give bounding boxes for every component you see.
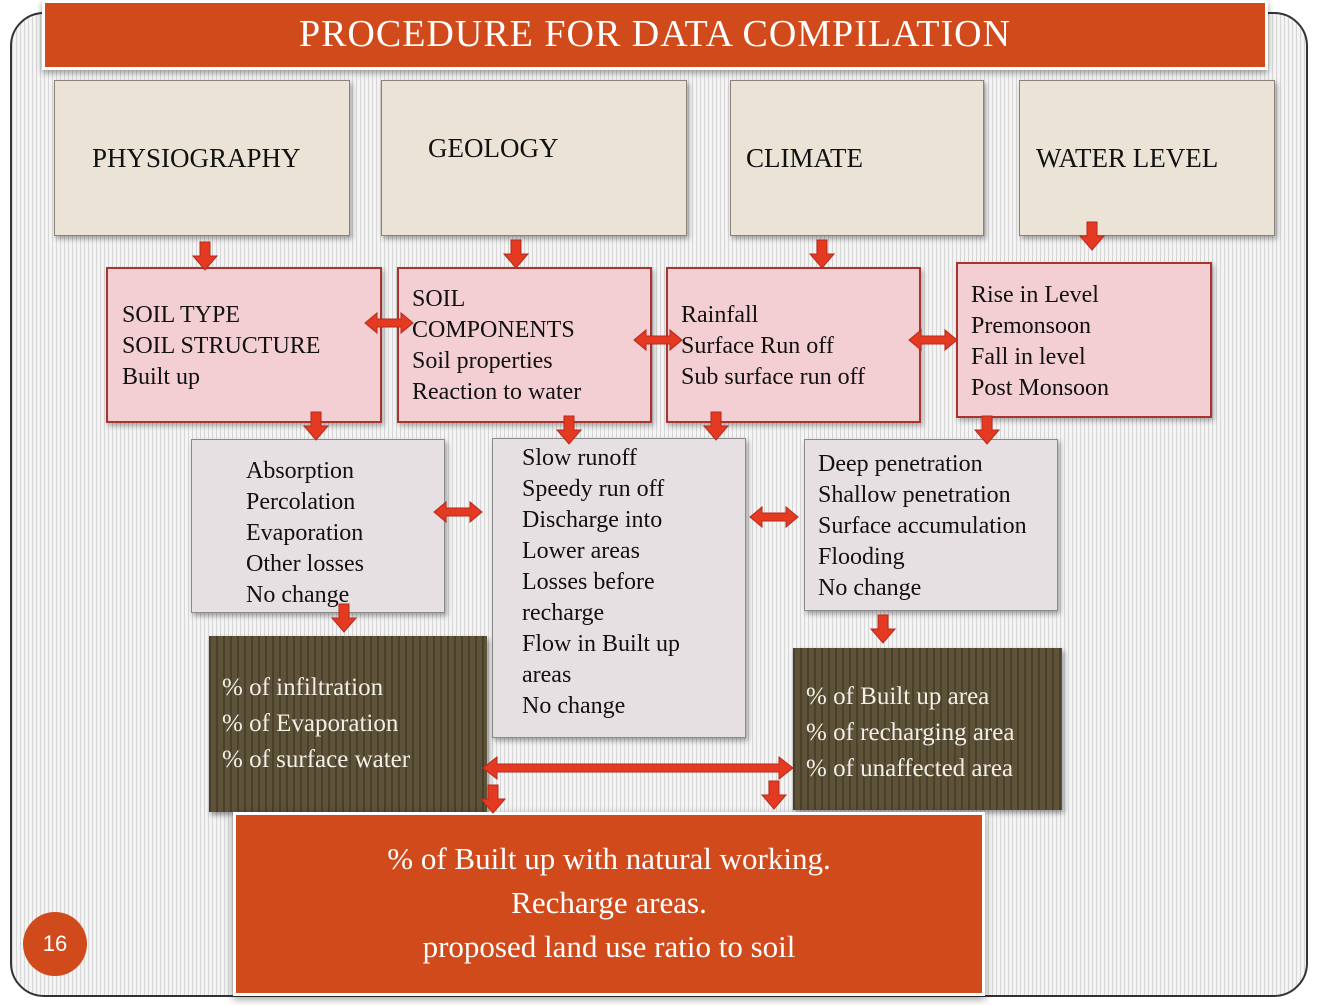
line: Reaction to water	[412, 379, 582, 405]
box-physiography-label: PHYSIOGRAPHY	[92, 142, 301, 173]
box-rainfall: Rainfall Surface Run off Sub surface run…	[666, 267, 921, 423]
box-absorption: Absorption Percolation Evaporation Other…	[191, 439, 445, 613]
box-infiltration: % of infiltration % of Evaporation % of …	[209, 636, 487, 812]
line: Fall in level	[971, 344, 1086, 370]
line: Sub surface run off	[681, 364, 866, 390]
line: Discharge into	[522, 507, 663, 533]
box-rise-in-level: Rise in Level Premonsoon Fall in level P…	[956, 262, 1212, 418]
arrow-down-climate	[809, 239, 835, 269]
line: Flow in Built up	[522, 631, 681, 657]
box-soil-components: SOIL COMPONENTS Soil properties Reaction…	[397, 267, 652, 423]
arrow-down-infiltration	[480, 784, 506, 814]
line: Surface Run off	[681, 333, 834, 359]
arrow-down-physiography	[192, 241, 218, 271]
box-water-level: WATER LEVEL	[1019, 80, 1275, 236]
arrow-down-deep-penetration	[870, 614, 896, 644]
line: Losses before	[522, 569, 655, 595]
arrow-down-geology	[503, 239, 529, 269]
arrow-double-row2-a	[364, 311, 414, 335]
line: % of Built up area	[806, 683, 990, 710]
line: Other losses	[246, 551, 364, 577]
line: Deep penetration	[818, 451, 983, 477]
line: Recharge areas.	[511, 885, 707, 920]
line: proposed land use ratio to soil	[422, 929, 796, 964]
line: Rise in Level	[971, 282, 1099, 308]
arrow-double-row2-b	[633, 328, 683, 352]
line: Shallow penetration	[818, 482, 1011, 508]
line: SOIL	[412, 286, 466, 312]
arrow-double-row2-c	[908, 328, 958, 352]
line: Slow runoff	[522, 445, 637, 471]
arrow-down-soil-type	[303, 411, 329, 441]
line: Percolation	[246, 489, 356, 515]
box-deep-penetration: Deep penetration Shallow penetration Sur…	[804, 439, 1058, 611]
line: Built up	[122, 364, 201, 390]
line: % of recharging area	[806, 719, 1015, 746]
line: % of infiltration	[222, 674, 384, 701]
box-physiography: PHYSIOGRAPHY	[54, 80, 350, 236]
line: No change	[818, 575, 922, 601]
line: Premonsoon	[971, 313, 1091, 339]
box-geology: GEOLOGY	[381, 80, 687, 236]
arrow-double-row3-a	[433, 500, 483, 524]
box-geology-label: GEOLOGY	[428, 133, 559, 163]
box-water-level-label: WATER LEVEL	[1036, 142, 1219, 173]
line: SOIL TYPE	[122, 302, 241, 328]
arrow-down-absorption	[331, 603, 357, 633]
line: % of Built up with natural working.	[387, 841, 831, 876]
line: SOIL STRUCTURE	[122, 333, 321, 359]
arrow-double-row4	[482, 755, 794, 781]
line: % of surface water	[222, 746, 411, 773]
line: Evaporation	[246, 520, 364, 546]
line: recharge	[522, 600, 605, 626]
arrow-double-row3-b	[749, 505, 799, 529]
arrow-down-soil-components	[556, 415, 582, 445]
arrow-down-water-level	[1079, 221, 1105, 251]
line: areas	[522, 662, 572, 688]
box-soil-type: SOIL TYPE SOIL STRUCTURE Built up	[106, 267, 382, 423]
arrow-down-rainfall	[703, 411, 729, 441]
line: Absorption	[246, 458, 354, 484]
box-final-result: % of Built up with natural working. Rech…	[233, 812, 985, 996]
line: Post Monsoon	[971, 375, 1110, 401]
line: COMPONENTS	[412, 317, 575, 343]
line: Soil properties	[412, 348, 553, 374]
page-number: 16	[23, 912, 87, 976]
slide-title: PROCEDURE FOR DATA COMPILATION	[42, 0, 1268, 70]
line: Lower areas	[522, 538, 640, 564]
box-slow-runoff: Slow runoff Speedy run off Discharge int…	[492, 438, 746, 738]
box-built-up-area: % of Built up area % of recharging area …	[793, 648, 1062, 810]
line: % of Evaporation	[222, 710, 399, 737]
line: No change	[246, 582, 350, 608]
line: Rainfall	[681, 302, 759, 328]
box-climate: CLIMATE	[730, 80, 984, 236]
arrow-down-rise-in-level	[974, 415, 1000, 445]
line: Speedy run off	[522, 476, 665, 502]
box-climate-label: CLIMATE	[746, 142, 863, 173]
arrow-down-built-up-area	[761, 780, 787, 810]
line: No change	[522, 693, 626, 719]
line: % of unaffected area	[806, 755, 1014, 782]
line: Flooding	[818, 544, 905, 570]
line: Surface accumulation	[818, 513, 1027, 539]
